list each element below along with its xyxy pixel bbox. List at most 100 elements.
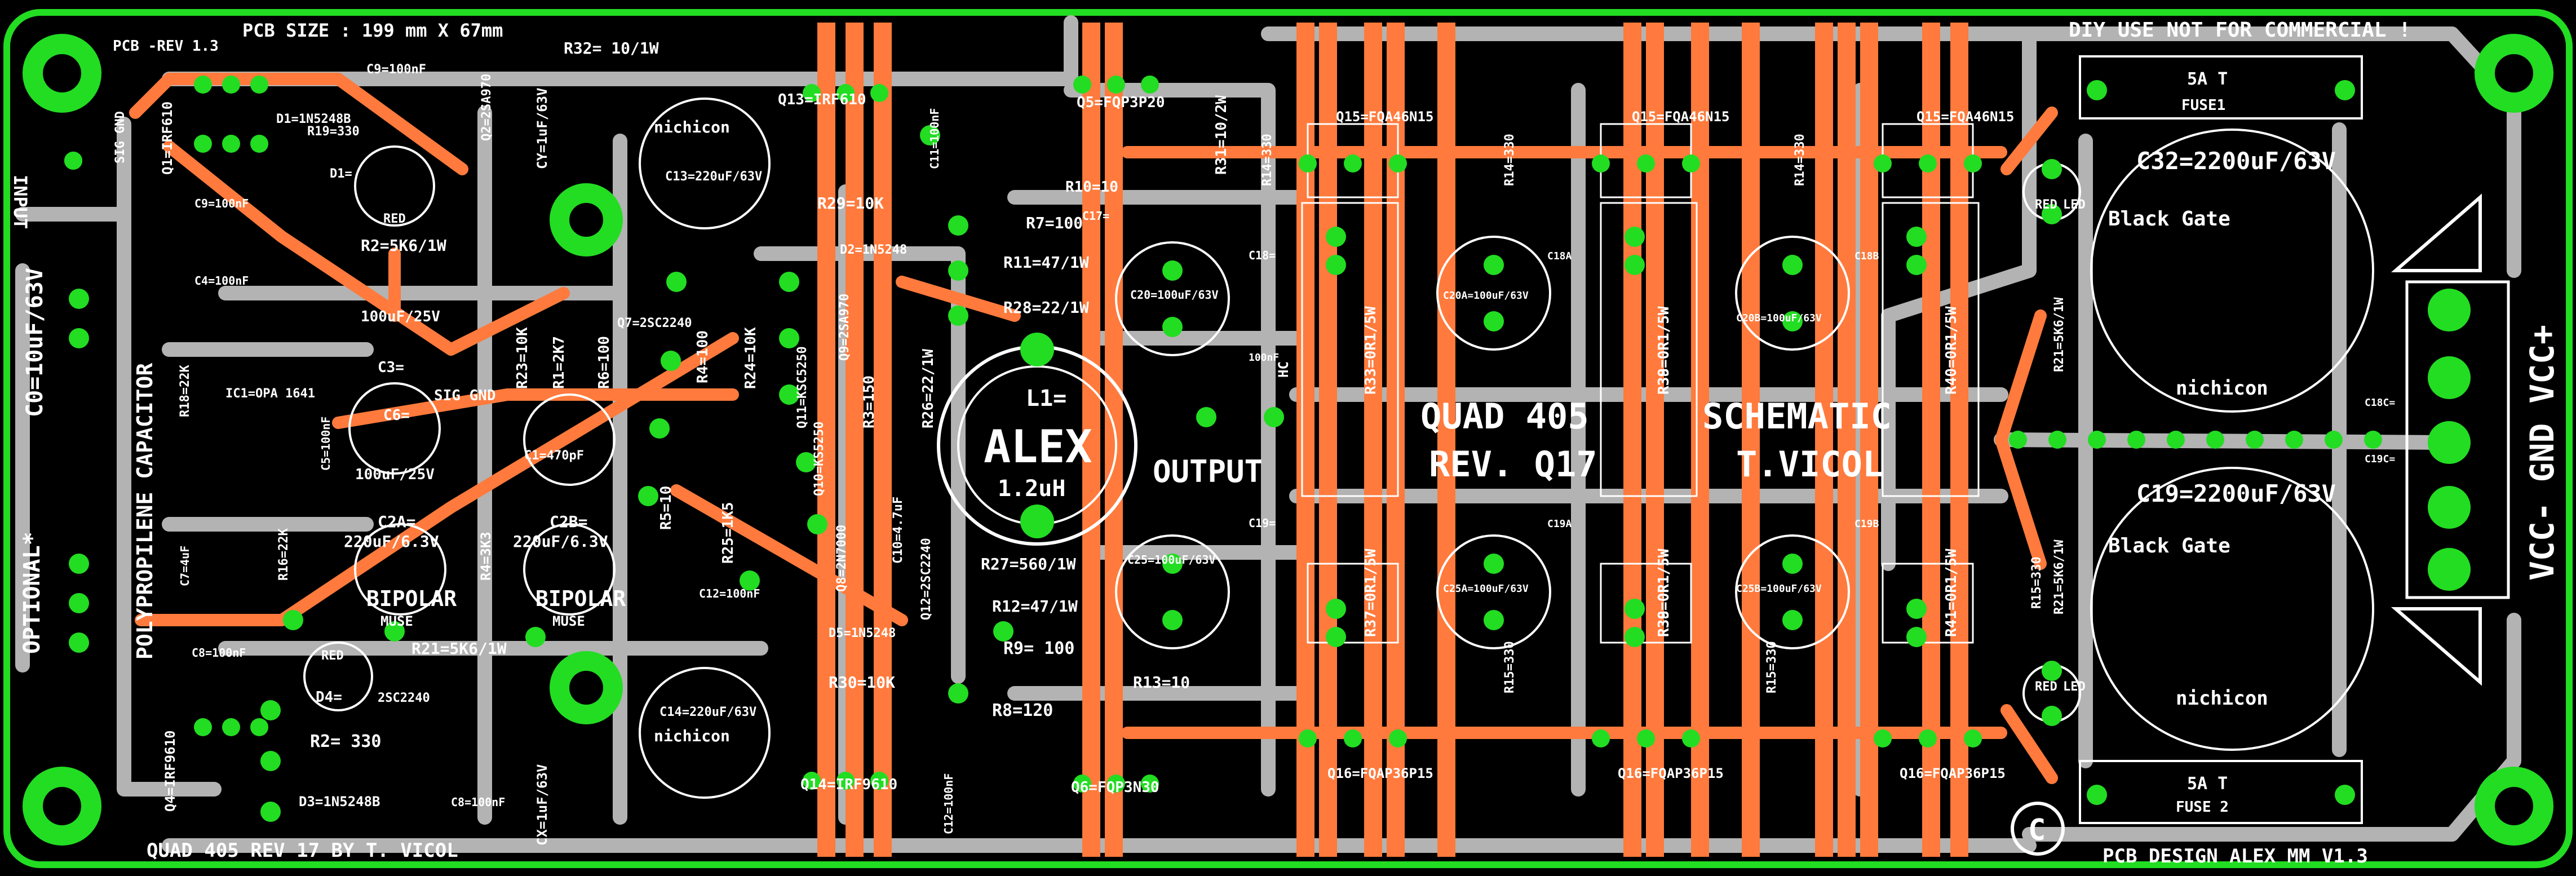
designator-r2: R2=5K6/1W	[361, 236, 446, 255]
designator-r41: R41=0R1/5W	[1943, 548, 1960, 637]
designator-q15c: Q15=FQA46N15	[1916, 109, 2014, 125]
designator-r21c: R21=5K6/1W	[2052, 539, 2066, 614]
designator-r10: R10=10	[1065, 179, 1118, 196]
designator-r25: R25=1K5	[720, 502, 737, 564]
muse-label-b: MUSE	[552, 613, 585, 629]
designator-r14c: R14=330	[1793, 134, 1807, 186]
pcb-rev-label: PCB -REV 1.3	[113, 38, 219, 55]
mounting-hole-bl	[23, 767, 101, 846]
designator-c19s: C19=	[1249, 516, 1276, 530]
fuse-holders	[2079, 55, 2363, 824]
component-pads	[64, 76, 2382, 822]
designator-q1: Q1=IRF610	[160, 101, 175, 175]
designator-q16c: Q16=FQAP36P15	[1900, 766, 2006, 781]
designator-q6: Q6=FQP3N30	[1071, 779, 1159, 796]
designator-d5: D5=1N5248	[829, 626, 896, 640]
warning-triangles	[2391, 193, 2482, 686]
designator-ic1: IC1=OPA 1641	[225, 387, 315, 401]
designator-r15a: R15=330	[1503, 641, 1517, 693]
designator-r4k: R4=3K3	[478, 532, 494, 581]
input-pins-label: SIG GND	[113, 111, 127, 163]
designator-cx: CX=1uF/63V	[534, 764, 550, 846]
designator-r19: R19=330	[307, 125, 360, 139]
designator-r14b: R14=330	[1503, 134, 1517, 186]
mounting-hole-tl	[23, 34, 101, 113]
designator-c19b: C19B	[1854, 518, 1879, 530]
designator-c10: C10=4.7uF	[891, 497, 905, 564]
designator-r37: R37=0R1/5W	[1362, 548, 1379, 637]
polypropilene-label: POLYPROPILENE CAPACITOR	[132, 363, 157, 660]
mounting-hole-br	[2475, 767, 2553, 846]
designator-r33: R33=0R1/5W	[1362, 306, 1379, 395]
designator-r21: R21=5K6/1W	[411, 639, 507, 658]
designator-c18a: C18A	[1547, 250, 1572, 262]
designator-r6: R6=100	[596, 336, 613, 389]
designator-r13: R13=10	[1133, 673, 1190, 692]
designator-c6v: 100uF/25V	[355, 466, 435, 483]
center-title-line2: REV. Q17	[1429, 444, 1597, 485]
designator-r14a: R14=330	[1260, 134, 1274, 186]
designator-r15b: R15=330	[1765, 641, 1779, 693]
disclaimer-label: DIY USE NOT FOR COMMERCIAL !	[2069, 19, 2411, 42]
designator-q7: Q7=2SC2240	[617, 316, 692, 330]
designator-c17: C17=	[1082, 209, 1109, 223]
designator-r5: R5=10	[658, 486, 675, 530]
bipolar-label-b: BIPOLAR	[535, 586, 626, 611]
designator-r15c: R15=330	[2030, 556, 2044, 609]
designator-c20b: C20B=100uF/63V	[1736, 312, 1822, 324]
designator-q15b: Q15=FQA46N15	[1632, 109, 1729, 125]
designator-c19a: C19A	[1547, 518, 1572, 530]
designator-r29: R29=10K	[817, 194, 884, 213]
designator-r40: R40=0R1/5W	[1943, 306, 1960, 395]
designator-r23: R23=10K	[514, 327, 531, 389]
designator-q3: 2SC2240	[378, 691, 430, 705]
center-schematic-line2: T.VICOL	[1736, 444, 1883, 485]
optional-label: OPTIONAL*	[19, 532, 45, 654]
designator-c5: C5=100nF	[319, 417, 333, 471]
designator-c2bv: 220uF/6.3V	[513, 532, 608, 551]
mounting-hole-m1	[550, 183, 623, 256]
designator-r12: R12=47/1W	[992, 597, 1078, 616]
copyright-label: C	[2028, 813, 2046, 847]
footer-right-label: PCB DESIGN ALEX MM V1.3	[2103, 845, 2368, 868]
mounting-hole-tr	[2475, 34, 2553, 113]
center-schematic-line1: SCHEMATIC	[1702, 396, 1892, 437]
designator-q16a: Q16=FQAP36P15	[1327, 766, 1433, 781]
copyright-mark	[2011, 802, 2065, 856]
designator-r39b: R39=0R1/5W	[1656, 306, 1672, 395]
designator-d2: D2=1N5248	[840, 243, 907, 257]
designator-c25b: C25B=100uF/63V	[1736, 583, 1822, 595]
fuse1-value: 5A T	[2187, 69, 2228, 89]
designator-d1b: D1=	[330, 167, 352, 181]
designator-c18: C18=	[1249, 249, 1276, 262]
designator-q13: Q13=IRF610	[778, 91, 866, 108]
power-connector	[2405, 280, 2510, 599]
designator-c18c: C18C=	[2365, 397, 2395, 409]
designator-c2b: C2B=	[550, 512, 587, 531]
designator-c13: C13=220uF/63V	[665, 170, 762, 184]
designator-c7: C7=4uF	[178, 546, 192, 586]
input-label: INPUT	[10, 175, 31, 229]
board-outline	[3, 9, 2573, 868]
red-led-label-1: RED	[383, 212, 406, 226]
designator-q11: Q11=KSC5250	[795, 346, 809, 428]
inductor-label: L1=	[1026, 386, 1066, 412]
designator-r9: R9= 100	[1003, 639, 1074, 658]
designator-c19c: C19C=	[2365, 453, 2395, 465]
designator-q9: Q9=2SA970	[838, 294, 852, 361]
muse-label-a: MUSE	[380, 613, 413, 629]
sig-gnd-label: SIG GND	[434, 387, 496, 404]
designator-c1: C1=470pF	[524, 449, 584, 463]
designator-c25: C25=100uF/63V	[1127, 553, 1216, 567]
red-led-label-4: RED	[2035, 680, 2057, 694]
designator-c8b: C8=100nF	[451, 795, 505, 809]
designator-q16b: Q16=FQAP36P15	[1618, 766, 1724, 781]
designator-c18b: C18B	[1854, 250, 1879, 262]
designator-r30: R30=10K	[829, 673, 895, 692]
brand-blackgate-top: Black Gate	[2108, 207, 2230, 231]
fuse2-name: FUSE 2	[2176, 799, 2229, 816]
inductor-l1	[937, 333, 1137, 546]
designator-d1: D1=1N5248B	[276, 112, 351, 126]
